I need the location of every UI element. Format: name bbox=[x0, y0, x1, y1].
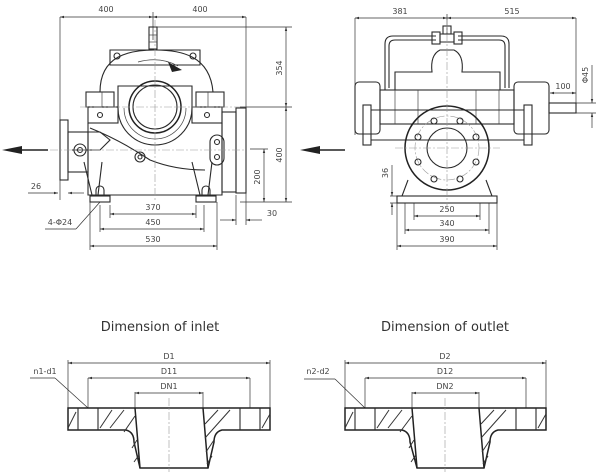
dim-front-30: 30 bbox=[267, 209, 277, 218]
inlet-bolt-label: n1-d1 bbox=[33, 367, 56, 376]
upper-casing bbox=[394, 49, 501, 91]
rotation-arrow-icon bbox=[168, 62, 182, 72]
pump-body-front bbox=[50, 20, 247, 203]
dim-front-370: 370 bbox=[145, 203, 160, 212]
dim-side-100: 100 bbox=[555, 82, 570, 91]
dim-front-200: 200 bbox=[253, 169, 262, 184]
flow-arrow-side-icon bbox=[300, 146, 320, 154]
vent-valve bbox=[148, 26, 158, 50]
leader-n2-d2 bbox=[334, 378, 366, 409]
outlet-bolt-hole-right bbox=[516, 409, 536, 429]
dim-side-381: 381 bbox=[392, 7, 407, 16]
pump-body-side bbox=[354, 20, 577, 210]
dim-front-26: 26 bbox=[31, 182, 41, 191]
bearing-housing-left bbox=[354, 81, 381, 135]
dim-front-top-left: 400 bbox=[98, 5, 113, 14]
volute-lower bbox=[117, 107, 193, 146]
bearing-block-right bbox=[195, 91, 225, 108]
outlet-d2-label: D2 bbox=[439, 352, 450, 361]
outlet-bolt-label: n2-d2 bbox=[306, 367, 329, 376]
inlet-d1-label: D1 bbox=[163, 352, 174, 361]
dim-front-450: 450 bbox=[145, 218, 160, 227]
leader-n1-d1 bbox=[54, 377, 89, 409]
inlet-detail: Dimension of inlet D1 D11 DN1 n1-d1 bbox=[30, 320, 271, 472]
inlet-d11-label: D11 bbox=[161, 367, 177, 376]
rotation-arrow-arc bbox=[137, 59, 179, 67]
bearing-housing-top bbox=[109, 49, 201, 66]
dim-front-bolt-holes: 4-Φ24 bbox=[48, 218, 72, 227]
front-view: 400 400 354 400 200 30 26 4-Φ24 bbox=[2, 5, 292, 250]
dim-side-340: 340 bbox=[439, 219, 454, 228]
outlet-title: Dimension of outlet bbox=[381, 320, 509, 335]
flow-arrow-front-icon bbox=[2, 146, 22, 154]
outlet-d12-label: D12 bbox=[437, 367, 453, 376]
dim-front-354: 354 bbox=[275, 60, 284, 75]
shaft-end bbox=[548, 102, 577, 114]
side-flange-right bbox=[523, 104, 533, 146]
inlet-bolt-hole-right bbox=[240, 409, 260, 429]
outlet-detail: Dimension of outlet D2 D12 DN2 n2-d2 bbox=[304, 320, 547, 472]
side-view: 381 515 100 Φ45 36 250 340 390 bbox=[300, 7, 596, 250]
bearing-block-left bbox=[85, 91, 115, 108]
inlet-bolt-hole-left bbox=[78, 409, 98, 429]
inlet-title: Dimension of inlet bbox=[101, 320, 219, 335]
outlet-flange bbox=[235, 107, 247, 194]
inlet-nozzle bbox=[72, 131, 111, 151]
outlet-bolt-hole-left bbox=[355, 409, 375, 429]
dim-front-530: 530 bbox=[145, 235, 160, 244]
outlet-dn2-label: DN2 bbox=[436, 382, 453, 391]
dim-front-top-right: 400 bbox=[192, 5, 207, 14]
volute-curve bbox=[89, 127, 206, 171]
side-flange-left bbox=[362, 104, 372, 146]
leader-bolt-holes bbox=[75, 201, 101, 230]
dim-side-515: 515 bbox=[504, 7, 519, 16]
dim-side-36: 36 bbox=[381, 168, 390, 178]
foot-right bbox=[191, 161, 213, 196]
dim-side-phi45: Φ45 bbox=[581, 67, 590, 83]
dim-side-390: 390 bbox=[439, 235, 454, 244]
balance-pipe-left bbox=[384, 35, 436, 90]
inlet-dn1-label: DN1 bbox=[160, 382, 177, 391]
dim-front-400-vertical: 400 bbox=[275, 147, 284, 162]
foot-left bbox=[83, 161, 103, 196]
balance-pipe-right bbox=[458, 35, 510, 88]
